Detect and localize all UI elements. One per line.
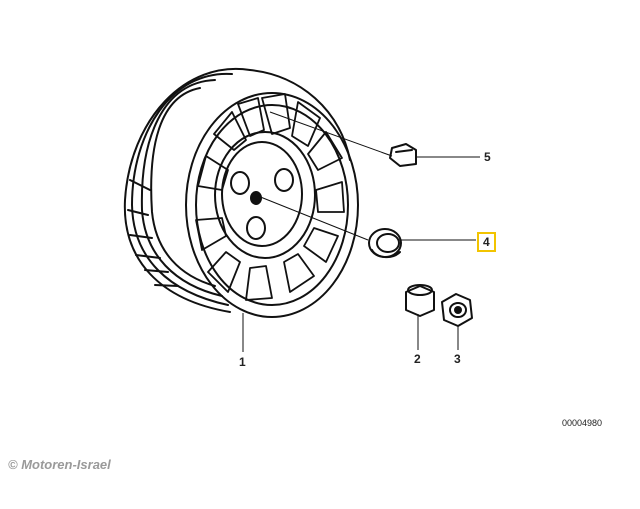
callout-1[interactable]: 1 (239, 355, 246, 369)
drawing-number: 00004980 (562, 418, 603, 428)
leader-lines (242, 111, 480, 352)
wheel-spokes (195, 93, 345, 301)
callout-4[interactable]: 4 (477, 232, 496, 252)
callout-3[interactable]: 3 (454, 352, 461, 366)
bolt-holes (230, 168, 294, 240)
callout-2[interactable]: 2 (414, 352, 421, 366)
callout-5[interactable]: 5 (484, 150, 491, 164)
part-hub-emblem (368, 228, 402, 258)
part-wheel-nut (441, 293, 473, 327)
copyright-watermark: © Motoren-Israel (8, 457, 111, 472)
wheel-rim (185, 92, 359, 318)
part-valve-cap (389, 143, 417, 167)
wheel-tyre (123, 67, 351, 313)
part-sleeve (405, 284, 435, 317)
